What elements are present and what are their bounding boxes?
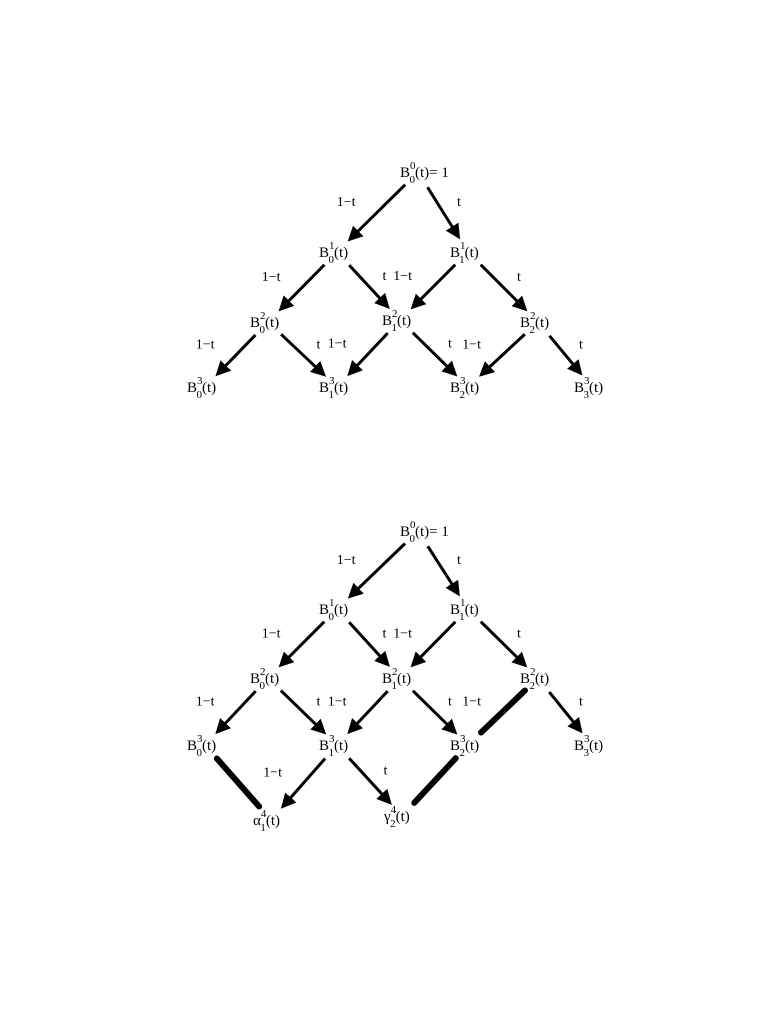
bottom-edge-b00-to-b11: [426, 545, 460, 597]
bottom-edge-b11-to-b22: [479, 620, 528, 668]
bottom-edge-label-b11-to-b12: 1−t: [393, 627, 412, 642]
bottom-edge-b13-to-a14: [280, 757, 327, 809]
bottom-edge-b12-to-b13: [347, 690, 389, 735]
bottom-edge-b01-to-b12: [348, 621, 390, 667]
bottom-edge-b22-to-b23: [478, 687, 528, 736]
bottom-edge-b02-to-b13: [279, 689, 327, 735]
top-edge-label-b12-to-b23: t: [448, 337, 452, 352]
top-edge-label-b01-to-b12: t: [383, 269, 387, 284]
top-edge-label-b00-to-b11: t: [457, 195, 461, 210]
bottom-edge-b23-to-g24: [411, 755, 459, 806]
bottom-edge-label-b02-to-b03: 1−t: [196, 695, 215, 710]
bottom-edge-b13-to-g24: [348, 757, 392, 805]
bottom-edge-label-b00-to-b11: t: [457, 553, 461, 568]
top-edge-b22-to-b23: [478, 333, 526, 377]
bottom-edge-label-b12-to-b23: t: [448, 695, 452, 710]
bottom-edge-b01-to-b02: [278, 620, 326, 668]
top-edge-b00-to-b11: [426, 186, 461, 240]
bottom-edge-label-b12-to-b13: 1−t: [328, 695, 347, 710]
top-diagram-edges: 1−t t 1−t t 1−t t 1−t t 1−t t 1−t t: [196, 183, 583, 377]
bottom-edge-label-b01-to-b02: 1−t: [262, 627, 281, 642]
top-edge-label-b02-to-b03: 1−t: [196, 338, 215, 353]
top-edge-b12-to-b23: [411, 331, 458, 377]
bottom-edge-b22-to-b33: [548, 691, 583, 734]
top-edge-b01-to-b02: [278, 263, 326, 312]
bottom-diagram-edges: 1−t t 1−t t 1−t t 1−t t 1−t t 1−t t 1−t t: [196, 542, 583, 810]
bottom-edge-label-b22-to-b23: 1−t: [462, 695, 481, 710]
bottom-edge-b12-to-b23: [411, 689, 458, 735]
top-edge-label-b11-to-b22: t: [517, 270, 521, 285]
bottom-edge-label-b02-to-b13: t: [317, 695, 321, 710]
top-edge-b11-to-b22: [479, 263, 528, 312]
bottom-edge-b11-to-b12: [410, 620, 457, 668]
bottom-edge-label-b13-to-g24: t: [384, 764, 388, 779]
top-edge-label-b22-to-b23: 1−t: [462, 338, 481, 353]
top-edge-b01-to-b12: [348, 264, 390, 309]
top-edge-b02-to-b13: [280, 333, 327, 377]
top-edge-label-b11-to-b12: 1−t: [393, 269, 412, 284]
top-edge-label-b01-to-b02: 1−t: [262, 270, 281, 285]
top-edge-b22-to-b33: [548, 334, 583, 376]
bottom-edge-label-b22-to-b33: t: [579, 695, 583, 710]
bottom-edge-label-b01-to-b12: t: [383, 627, 387, 642]
top-edge-label-b22-to-b33: t: [579, 338, 583, 353]
bottom-edge-b02-to-b03: [215, 690, 257, 735]
top-edge-b02-to-b03: [215, 333, 257, 377]
bottom-edge-label-b11-to-b22: t: [517, 627, 521, 642]
top-edge-label-b00-to-b01: 1−t: [337, 195, 356, 210]
bottom-edge-b03-to-a14: [213, 755, 263, 810]
top-edge-label-b02-to-b13: t: [317, 338, 321, 353]
bottom-edge-b00-to-b01: [347, 542, 407, 599]
bottom-edge-label-b13-to-a14: 1−t: [263, 766, 282, 781]
top-edge-b00-to-b01: [347, 183, 407, 242]
top-edge-b12-to-b13: [347, 332, 389, 377]
top-edge-label-b12-to-b13: 1−t: [328, 337, 347, 352]
bottom-edge-label-b00-to-b01: 1−t: [337, 553, 356, 568]
top-edge-b11-to-b12: [410, 263, 457, 310]
